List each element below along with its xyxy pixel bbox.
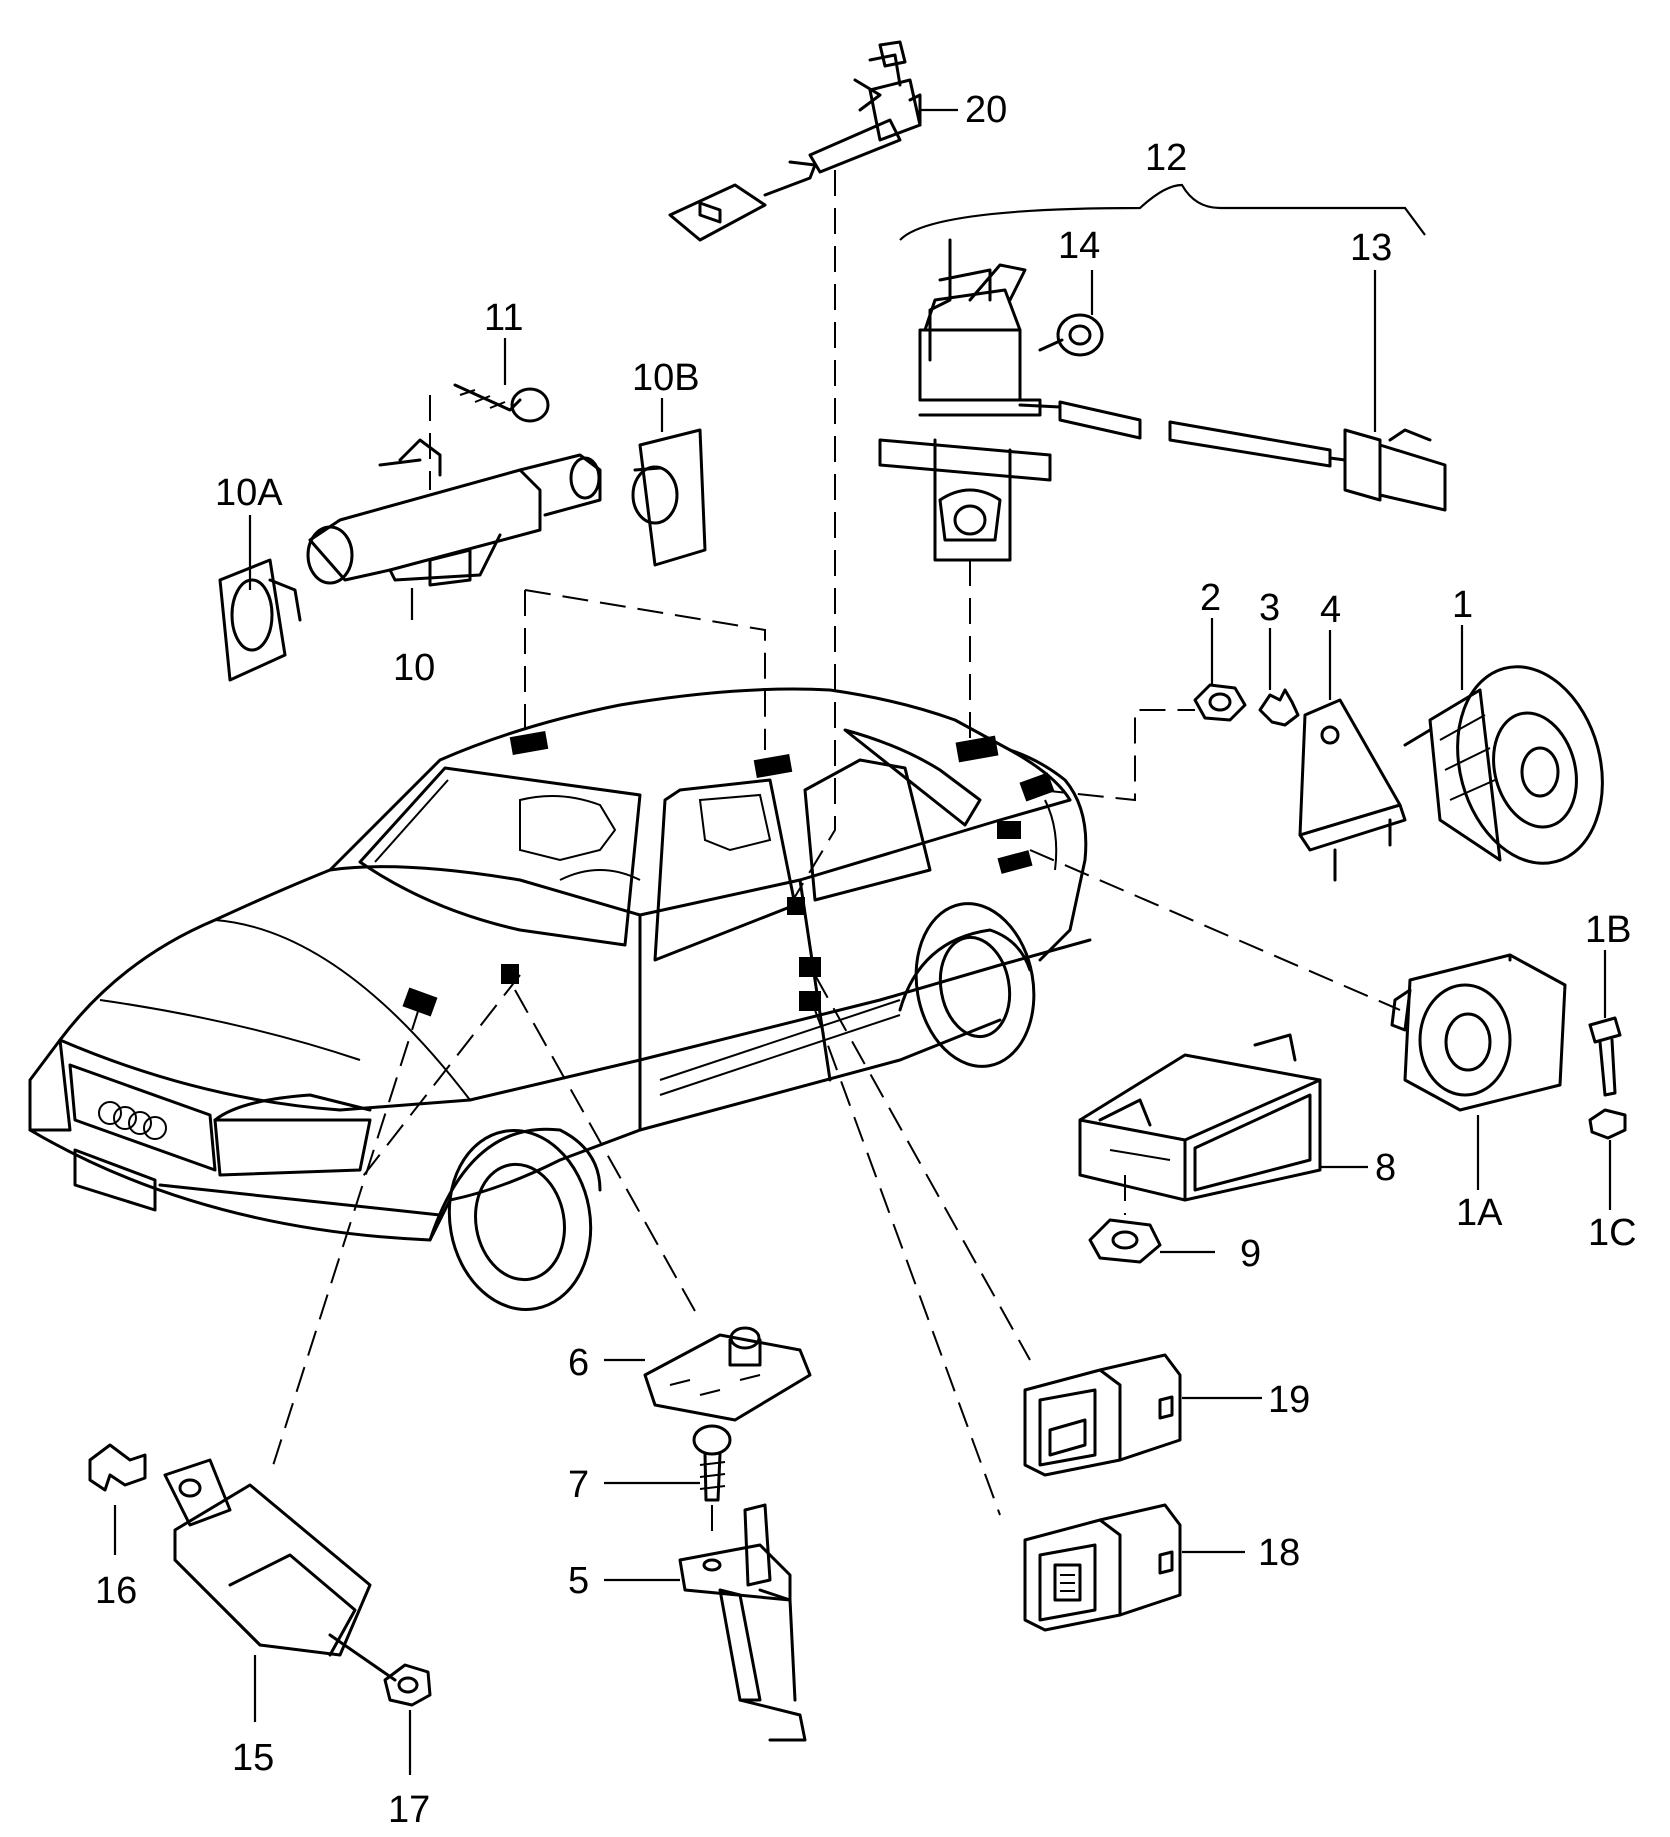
part-10A-gasket: [218, 558, 302, 682]
part-6-switch-pad: [643, 1326, 812, 1422]
label-10: 10: [393, 647, 435, 689]
part-8-control-unit: [1078, 1033, 1322, 1202]
part-3-washer: [1258, 688, 1300, 727]
part-19-switch: [1023, 1353, 1182, 1477]
part-13-release-cable: [1018, 400, 1447, 512]
label-1A: 1A: [1456, 1192, 1503, 1234]
label-8: 8: [1375, 1147, 1396, 1189]
part-12-hood-lock-assembly: [878, 238, 1052, 562]
label-11: 11: [484, 297, 523, 339]
leader-lines: [113, 108, 1612, 1775]
label-6: 6: [568, 1342, 589, 1384]
callout-labels: 20 12 14 13 11 10B 10A 10 2 3 4 1 1B 1A …: [95, 89, 1637, 1831]
label-16: 16: [95, 1570, 137, 1612]
part-20-contact-switch: [668, 40, 922, 242]
part-18-switch: [1023, 1503, 1182, 1632]
part-10B-gasket: [631, 428, 707, 567]
label-17: 17: [388, 1789, 430, 1831]
part-9-clip-nut: [1088, 1218, 1162, 1264]
label-7: 7: [568, 1464, 589, 1506]
label-10B: 10B: [632, 357, 700, 399]
label-2: 2: [1200, 577, 1221, 619]
part-1C-nut: [1588, 1108, 1627, 1140]
part-7-screw: [692, 1424, 732, 1540]
label-1C: 1C: [1588, 1212, 1637, 1254]
part-17-nut: [383, 1663, 432, 1707]
part-15-relay: [163, 1458, 397, 1682]
part-4-bracket: [1298, 698, 1407, 882]
label-10A: 10A: [215, 472, 283, 514]
part-11-screw: [429, 383, 550, 490]
car-mount-points: [402, 731, 1055, 1017]
part-14-clip: [1038, 313, 1104, 357]
part-10-lock-cylinder: [306, 438, 602, 587]
part-16-clip: [88, 1443, 147, 1492]
part-2-nut: [1193, 683, 1247, 722]
part-1A-siren: [1390, 953, 1567, 1112]
label-19: 19: [1268, 1379, 1310, 1421]
label-18: 18: [1258, 1532, 1300, 1574]
part-1B-bolt: [1588, 1016, 1622, 1097]
label-14: 14: [1058, 225, 1100, 267]
label-15: 15: [232, 1737, 274, 1779]
part-1-horn: [1403, 665, 1604, 865]
label-4: 4: [1320, 589, 1341, 631]
label-5: 5: [568, 1560, 589, 1602]
connection-lines: [269, 170, 1401, 1516]
label-12: 12: [1145, 137, 1187, 179]
label-20: 20: [965, 89, 1007, 131]
label-1B: 1B: [1585, 909, 1631, 951]
car-body: [28, 687, 1092, 1311]
label-9: 9: [1240, 1233, 1261, 1275]
label-13: 13: [1350, 227, 1392, 269]
label-1: 1: [1452, 584, 1473, 626]
label-3: 3: [1259, 587, 1280, 629]
part-5-door-contact: [678, 1503, 807, 1742]
